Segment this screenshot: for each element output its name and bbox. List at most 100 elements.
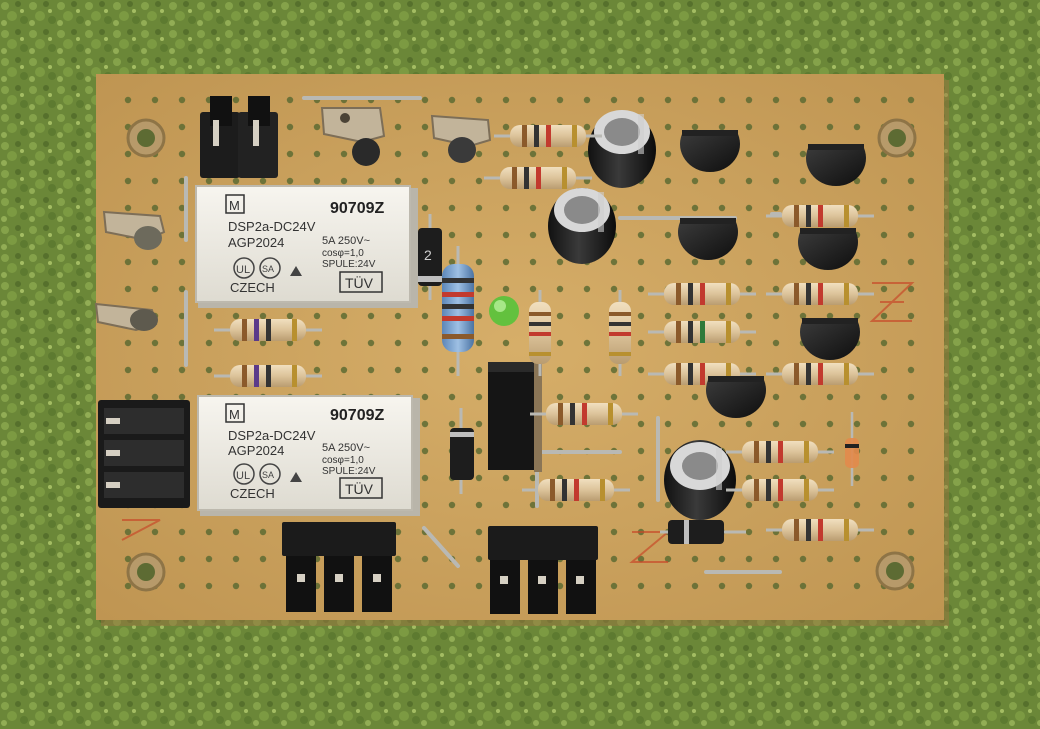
- perf-hole: [421, 420, 429, 428]
- perf-hole: [664, 555, 672, 563]
- perf-hole: [151, 96, 159, 104]
- resistors: [214, 125, 874, 541]
- perf-hole: [745, 366, 753, 374]
- perf-hole: [691, 393, 699, 401]
- electrolytic-capacitor: [664, 440, 736, 520]
- relay-cos: cosφ=1,0: [322, 248, 364, 259]
- perf-hole: [259, 555, 267, 563]
- perf-hole: [421, 501, 429, 509]
- relay-origin: CZECH: [230, 280, 275, 295]
- perf-hole: [880, 285, 888, 293]
- perf-hole: [394, 555, 402, 563]
- perf-hole: [880, 312, 888, 320]
- led-green: [489, 296, 519, 326]
- resistor-blue: [442, 246, 474, 376]
- perf-hole: [907, 339, 915, 347]
- perf-hole: [556, 285, 564, 293]
- perf-hole: [205, 528, 213, 536]
- perf-hole: [853, 123, 861, 131]
- perf-hole: [286, 123, 294, 131]
- resistor: [648, 321, 756, 343]
- perf-hole: [664, 582, 672, 590]
- perf-hole: [367, 366, 375, 374]
- perf-hole: [529, 258, 537, 266]
- perf-hole: [880, 339, 888, 347]
- svg-text:SA: SA: [262, 264, 274, 274]
- transistor-to92: [800, 318, 860, 361]
- perf-hole: [556, 150, 564, 158]
- perf-hole: [178, 258, 186, 266]
- pin-header-bottom-left: [282, 522, 396, 612]
- perf-hole: [178, 177, 186, 185]
- perf-hole: [529, 96, 537, 104]
- perf-hole: [340, 366, 348, 374]
- resistor: [766, 519, 874, 541]
- perf-hole: [502, 150, 510, 158]
- perf-hole: [880, 96, 888, 104]
- perf-hole: [907, 501, 915, 509]
- perf-hole: [124, 96, 132, 104]
- perf-hole: [799, 393, 807, 401]
- perf-hole: [880, 501, 888, 509]
- perf-hole: [718, 582, 726, 590]
- resistor: [726, 479, 834, 501]
- relay-rating: 5A 250V~: [322, 235, 370, 247]
- perf-hole: [124, 555, 132, 563]
- perf-hole: [880, 258, 888, 266]
- perf-hole: [826, 501, 834, 509]
- resistor: [766, 363, 874, 385]
- solder-lug: [94, 302, 158, 332]
- mounting-hole: [875, 551, 915, 591]
- perf-hole: [610, 96, 618, 104]
- perf-hole: [394, 339, 402, 347]
- perf-hole: [556, 393, 564, 401]
- perf-hole: [907, 393, 915, 401]
- perf-hole: [205, 582, 213, 590]
- perf-hole: [907, 96, 915, 104]
- perf-hole: [151, 528, 159, 536]
- perf-hole: [394, 528, 402, 536]
- relay-cert: TÜV: [345, 480, 374, 497]
- perf-hole: [556, 366, 564, 374]
- perf-hole: [475, 474, 483, 482]
- perf-hole: [151, 204, 159, 212]
- relay-date-code: 90709Z: [330, 407, 384, 424]
- perf-hole: [178, 582, 186, 590]
- perf-hole: [286, 96, 294, 104]
- perf-hole: [745, 177, 753, 185]
- perf-hole: [664, 258, 672, 266]
- perf-hole: [151, 258, 159, 266]
- transistors: [678, 130, 866, 419]
- perf-hole: [556, 258, 564, 266]
- perf-hole: [853, 555, 861, 563]
- perf-hole: [502, 258, 510, 266]
- silkscreen-mark: [121, 519, 161, 541]
- relay-coil: SPULE:24V: [322, 466, 376, 477]
- perf-hole: [475, 582, 483, 590]
- perf-hole: [259, 339, 267, 347]
- ul-logo: UL: [233, 463, 255, 485]
- perf-hole: [826, 474, 834, 482]
- relay-brand-mark: M: [229, 198, 240, 213]
- relay-brand-box: [225, 403, 245, 423]
- electrolytic-capacitor: [588, 110, 656, 188]
- perf-hole: [583, 366, 591, 374]
- perf-hole: [799, 150, 807, 158]
- perf-hole: [691, 204, 699, 212]
- perf-hole: [475, 204, 483, 212]
- perf-hole: [799, 582, 807, 590]
- perf-hole: [421, 555, 429, 563]
- perf-hole: [718, 555, 726, 563]
- perf-hole: [772, 393, 780, 401]
- perf-hole: [907, 474, 915, 482]
- perf-hole: [637, 420, 645, 428]
- silkscreen-mark: [869, 282, 915, 322]
- perf-hole: [178, 366, 186, 374]
- resistor: [494, 125, 602, 147]
- perf-hole: [745, 528, 753, 536]
- perf-hole: [448, 231, 456, 239]
- perf-hole: [502, 285, 510, 293]
- perf-hole: [637, 204, 645, 212]
- perf-hole: [583, 501, 591, 509]
- perf-hole: [907, 258, 915, 266]
